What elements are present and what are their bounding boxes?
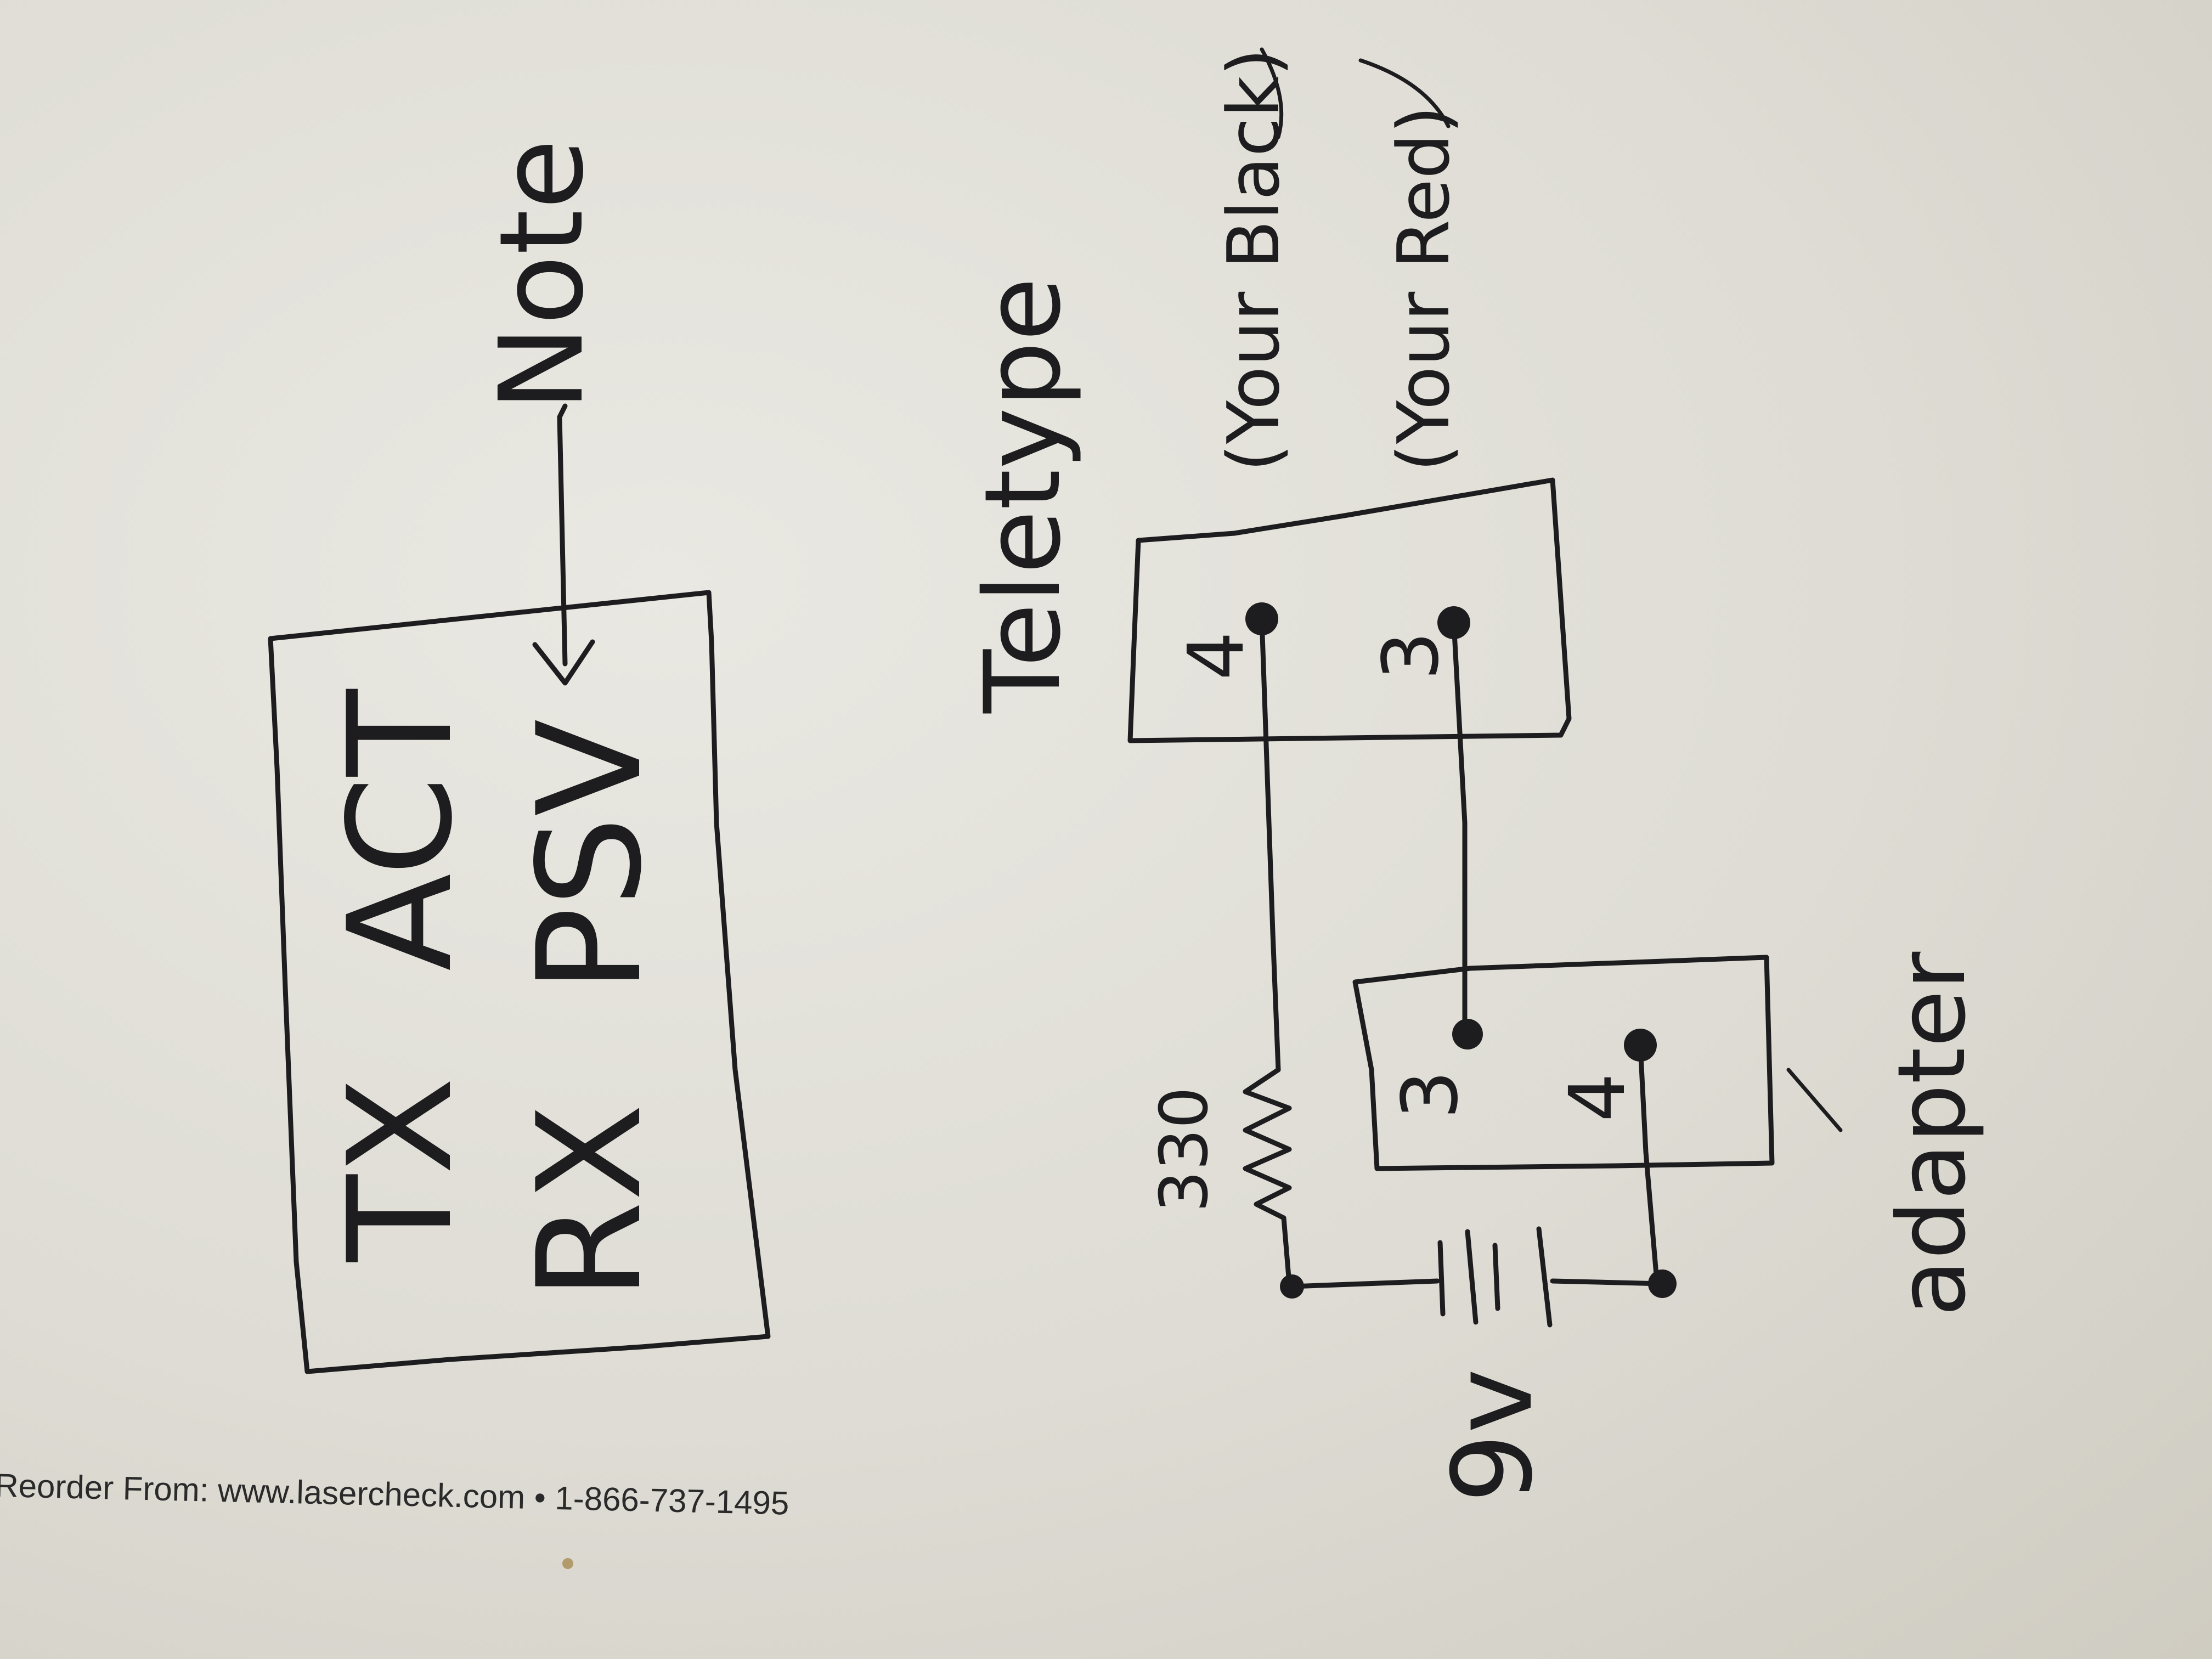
wire-adapter-pin4 xyxy=(1638,1042,1660,1284)
panel-label-act: ACT xyxy=(318,687,484,971)
adapter-box xyxy=(1352,955,1775,1171)
adapter-pin-4-label: 4 xyxy=(1553,1073,1643,1122)
resistor-330 xyxy=(1243,1067,1292,1221)
teletype-pin-4-label: 4 xyxy=(1172,631,1261,680)
battery-positive-node xyxy=(1648,1269,1677,1298)
note-arrow-line xyxy=(557,403,568,667)
your-red-note: (Your Red) xyxy=(1382,106,1465,472)
resistor-value-label: 330 xyxy=(1147,1087,1223,1212)
led-panel-box xyxy=(268,590,771,1374)
teletype-box xyxy=(1127,477,1572,743)
your-black-bracket xyxy=(1260,47,1284,139)
battery-plate-1 xyxy=(1437,1240,1446,1317)
panel-label-tx: TX xyxy=(318,1077,484,1264)
your-red-bracket xyxy=(1358,58,1451,128)
battery-plate-4 xyxy=(1536,1226,1553,1328)
wire-battery-to-adapter xyxy=(1550,1278,1665,1286)
adapter-pin-3-dot xyxy=(1452,1019,1483,1049)
wire-pin4-to-resistor xyxy=(1259,616,1281,1073)
adapter-pin-4-dot xyxy=(1624,1029,1657,1062)
wire-node-to-battery xyxy=(1289,1278,1440,1289)
adapter-label: adapter xyxy=(1878,952,1987,1317)
battery-plate-2 xyxy=(1465,1229,1479,1325)
reorder-footer: Reorder From: www.lasercheck.com • 1-866… xyxy=(0,1467,789,1522)
battery-plate-3 xyxy=(1492,1243,1500,1311)
adapter-pin-3-label: 3 xyxy=(1386,1070,1475,1119)
paper-speck xyxy=(562,1558,573,1569)
panel-label-rx: RX xyxy=(507,1103,673,1300)
teletype-pin-3-label: 3 xyxy=(1367,631,1456,680)
adapter-leader-line xyxy=(1786,1068,1843,1132)
wire-pin3-to-adapter xyxy=(1451,620,1468,1037)
panel-label-psv: PSV xyxy=(507,718,673,993)
battery-value-label: 9v xyxy=(1429,1368,1557,1503)
note-arrow-head xyxy=(532,639,595,686)
note-label: Note xyxy=(475,139,609,411)
wire-resistor-to-node xyxy=(1281,1215,1292,1286)
teletype-title: Teletype xyxy=(962,277,1084,714)
